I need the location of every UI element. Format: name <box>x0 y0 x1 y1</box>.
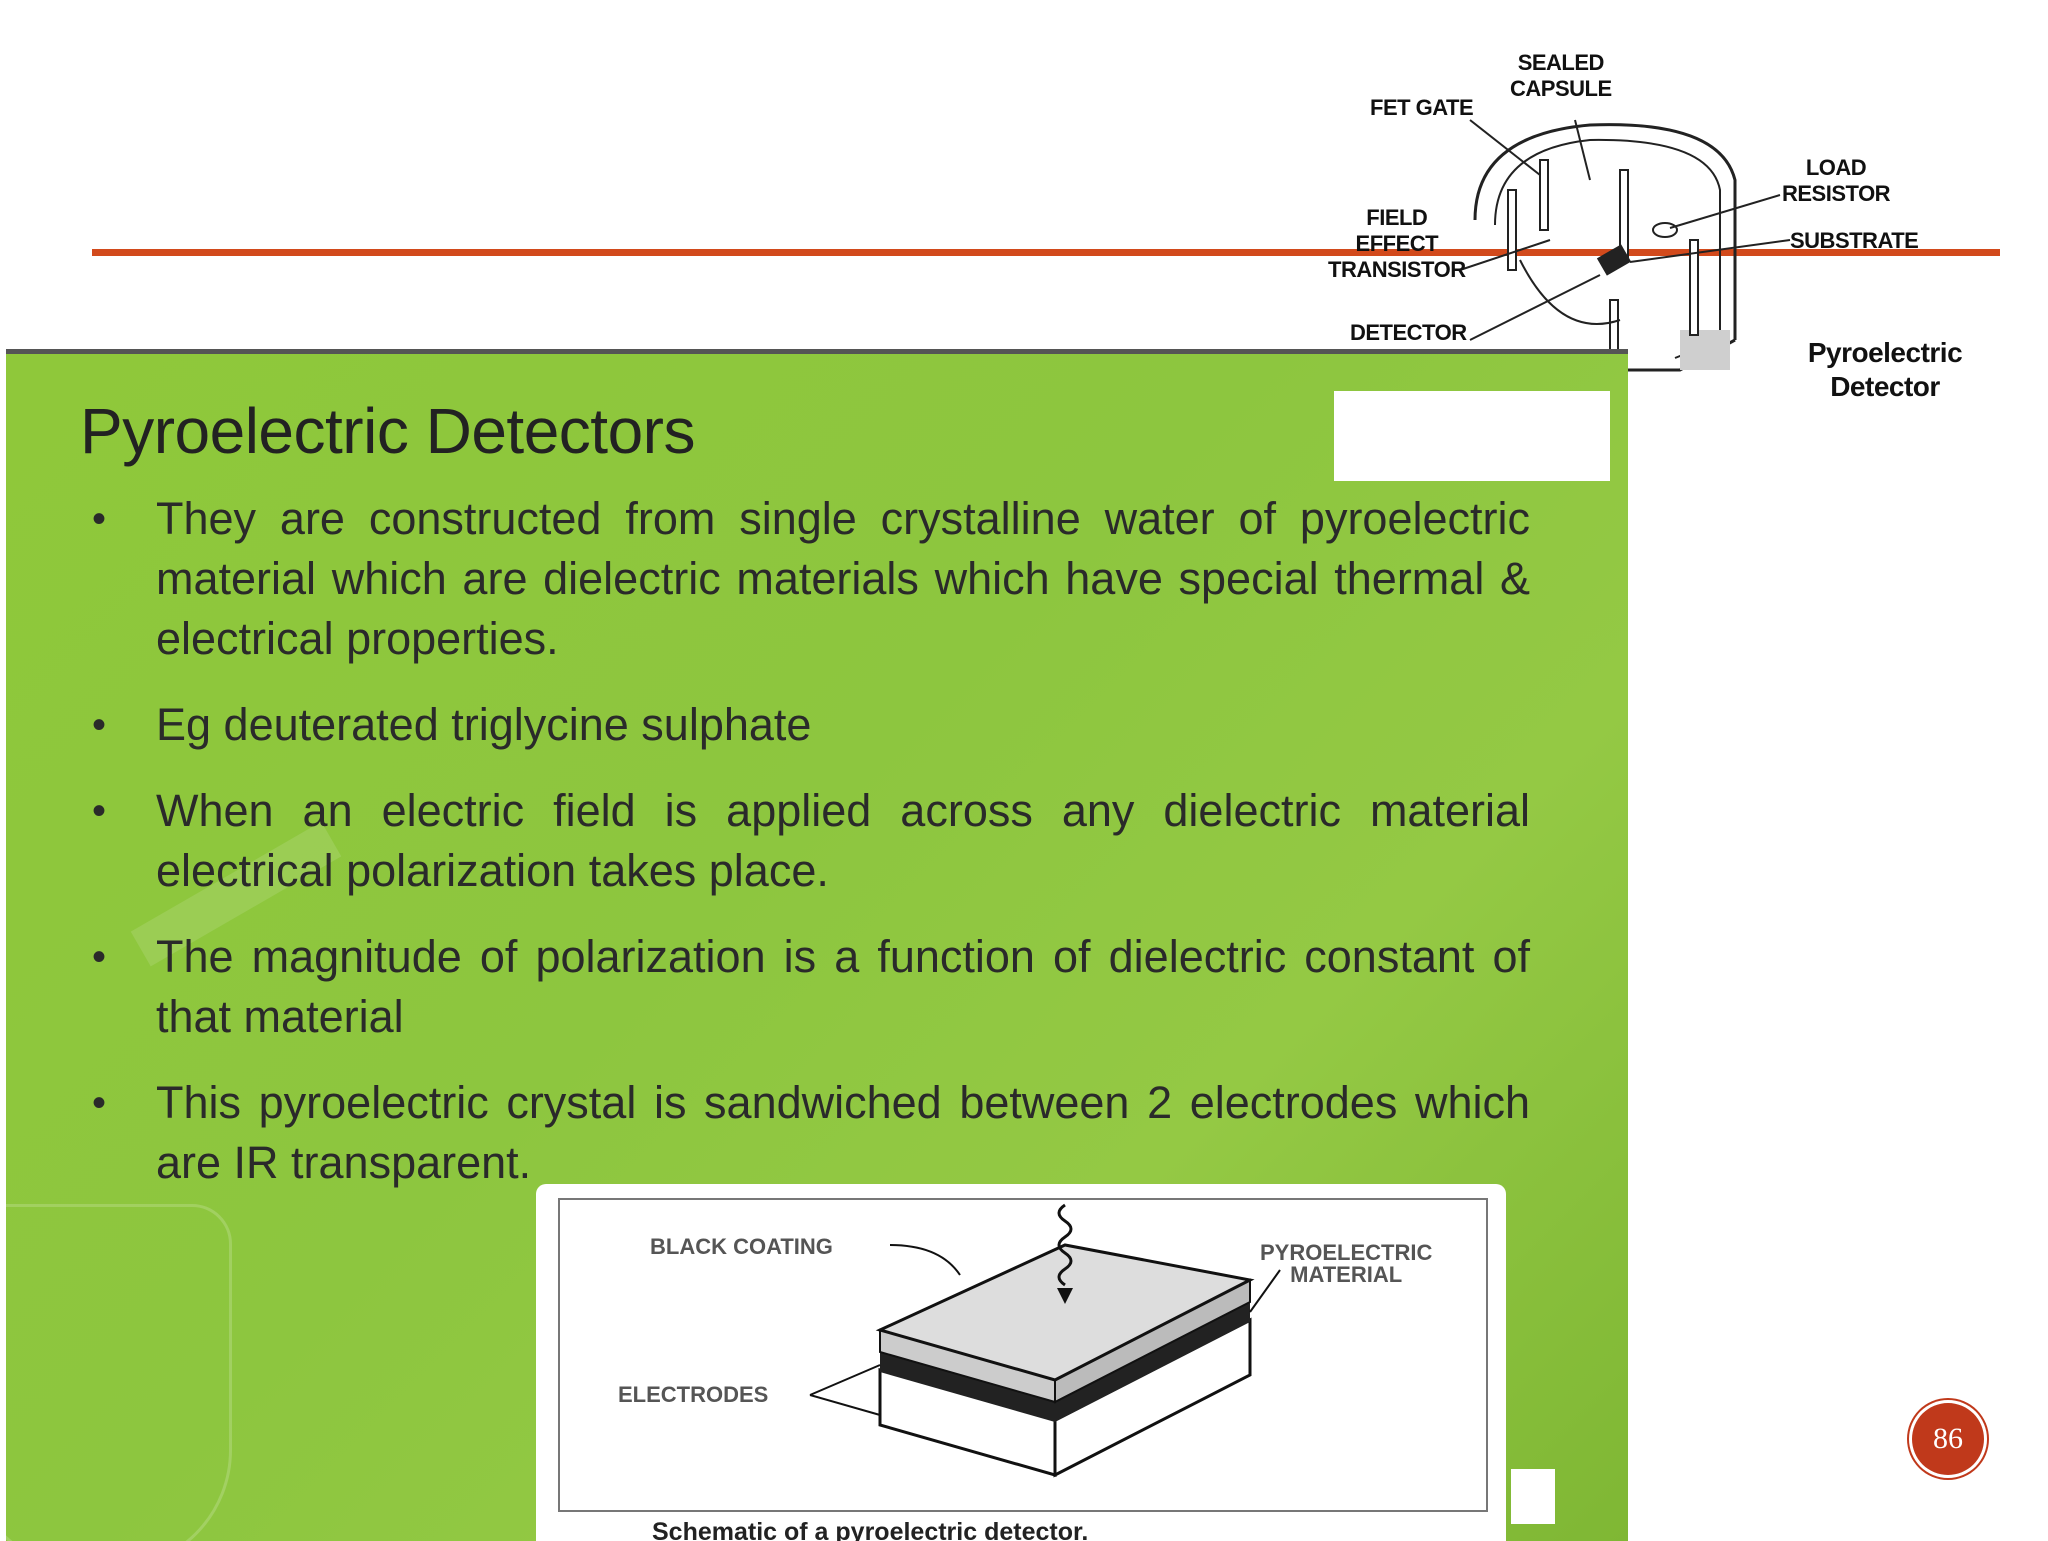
bullet-dot: • <box>92 497 107 541</box>
label-fet-gate: FET GATE <box>1370 95 1474 120</box>
bullet-dot: • <box>92 703 107 747</box>
label-field-effect-transistor: FIELD EFFECT TRANSISTOR <box>1328 205 1466 282</box>
bullet-text: When an electric field is applied across… <box>156 785 1530 896</box>
label-sealed-capsule: SEALED CAPSULE <box>1510 50 1612 101</box>
embedded-slide: Pyroelectric Detectors • They are constru… <box>6 349 1628 1541</box>
bullet-item: • When an electric field is applied acros… <box>80 781 1530 901</box>
label-black-coating: BLACK COATING <box>650 1234 833 1259</box>
capsule-drawing <box>1459 119 1791 372</box>
bullet-list: • They are constructed from single crysta… <box>80 489 1530 1219</box>
schematic-figure: BLACK COATING PYROELECTRIC MATERIAL ELEC… <box>536 1184 1506 1541</box>
label-pyroelectric-material: PYROELECTRIC MATERIAL <box>1260 1240 1433 1287</box>
white-placeholder-box <box>1334 391 1610 481</box>
bullet-dot: • <box>92 1081 107 1125</box>
bullet-item: • This pyroelectric crystal is sandwiched… <box>80 1073 1530 1193</box>
bullet-text: The magnitude of polarization is a funct… <box>156 931 1530 1042</box>
bullet-item: • Eg deuterated triglycine sulphate <box>80 695 1530 755</box>
label-electrodes: ELECTRODES <box>618 1382 769 1407</box>
label-detector: DETECTOR <box>1350 320 1467 345</box>
bullet-item: • They are constructed from single crysta… <box>80 489 1530 669</box>
slide-title: Pyroelectric Detectors <box>80 395 695 467</box>
small-white-box <box>1511 1469 1555 1524</box>
diagram-caption: Pyroelectric Detector <box>1807 337 1963 402</box>
pyroelectric-detector-diagram: SEALED CAPSULE FET GATE LOAD RESISTOR FI… <box>1320 40 2020 420</box>
bullet-text: They are constructed from single crystal… <box>156 493 1530 664</box>
label-substrate: SUBSTRATE <box>1790 228 1919 253</box>
bullet-text: Eg deuterated triglycine sulphate <box>156 699 812 750</box>
page-number-badge: 86 <box>1909 1400 1987 1478</box>
label-load-resistor: LOAD RESISTOR <box>1782 155 1891 206</box>
title-divider <box>92 249 2000 256</box>
bullet-text: This pyroelectric crystal is sandwiched … <box>156 1077 1530 1188</box>
schematic-caption: Schematic of a pyroelectric detector. <box>652 1518 1089 1541</box>
bullet-dot: • <box>92 789 107 833</box>
schematic-frame: BLACK COATING PYROELECTRIC MATERIAL ELEC… <box>558 1198 1488 1512</box>
schematic-drawing <box>809 1203 1281 1478</box>
bullet-item: • The magnitude of polarization is a func… <box>80 927 1530 1047</box>
flask-watermark <box>6 1204 232 1541</box>
bullet-dot: • <box>92 935 107 979</box>
